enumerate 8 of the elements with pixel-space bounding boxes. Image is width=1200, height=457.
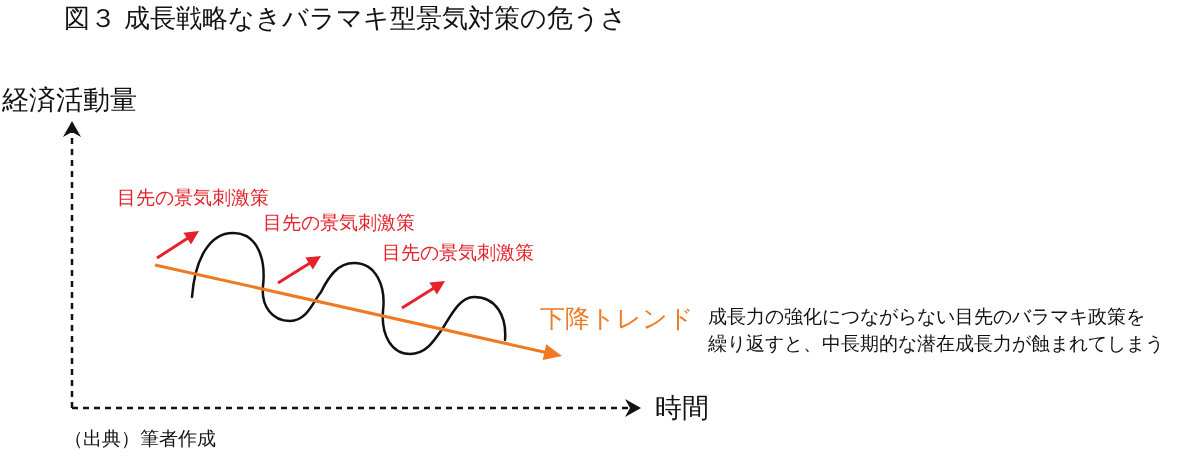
annotation-label: 目先の景気刺激策: [263, 212, 415, 235]
x-axis-label: 時間: [655, 392, 709, 425]
source-caption: （出典）筆者作成: [64, 428, 216, 451]
annotation-label: 目先の景気刺激策: [382, 242, 534, 265]
annotation-label: 目先の景気刺激策: [117, 187, 269, 210]
y-axis-label: 経済活動量: [2, 84, 137, 117]
trend-label: 下降トレンド: [540, 304, 694, 334]
figure-title: 図３ 成長戦略なきバラマキ型景気対策の危うさ: [64, 3, 628, 35]
